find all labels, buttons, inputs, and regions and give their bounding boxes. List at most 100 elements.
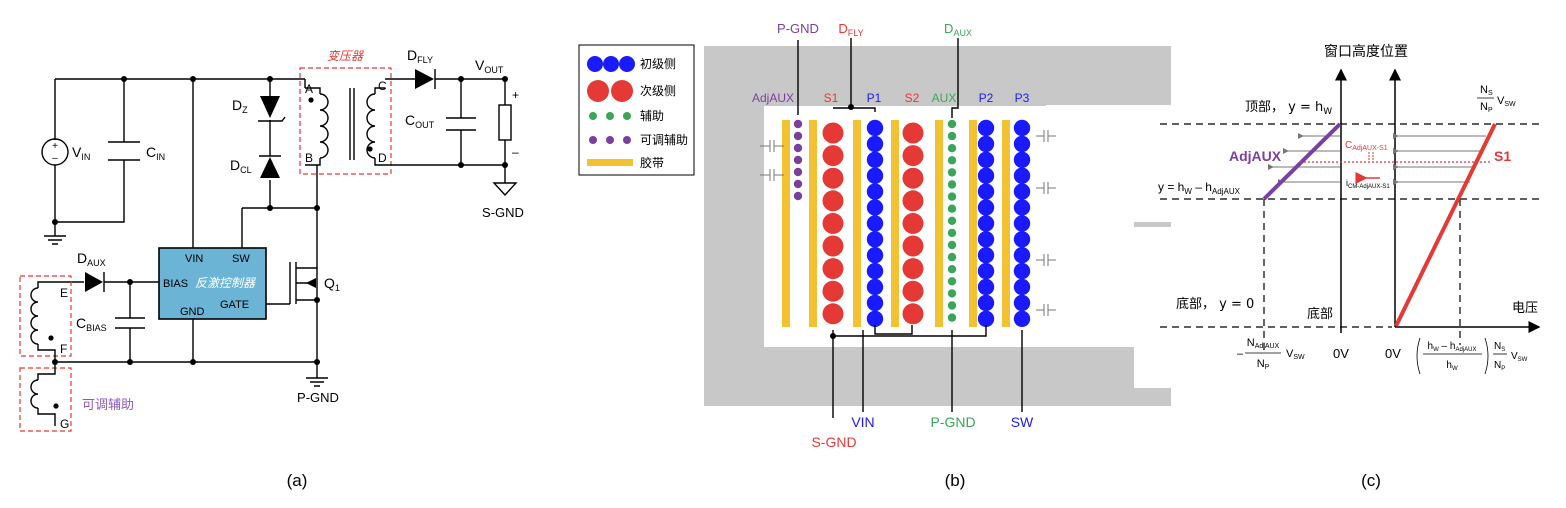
col-label-p2: P2	[979, 91, 994, 105]
svg-text:–: –	[1237, 348, 1244, 360]
svg-text:NP: NP	[1480, 101, 1493, 114]
clamp-diode-icon	[259, 155, 281, 178]
secondary-conductor	[902, 122, 924, 144]
svg-text:初级侧: 初级侧	[640, 57, 676, 71]
aux-conductor	[947, 156, 957, 165]
col-label-p3: P3	[1015, 91, 1030, 105]
top-label-dfly: DFLY	[838, 21, 863, 38]
bottom-label-vin: VIN	[851, 414, 874, 430]
daux-label: DAUX	[77, 250, 106, 268]
adjaux-conductor	[793, 179, 803, 189]
pin-a: A	[305, 82, 313, 96]
aux-conductor	[947, 119, 957, 129]
pin-f: F	[60, 342, 67, 356]
pgnd-label: P-GND	[297, 390, 339, 405]
left-scale-expression: – NAdjAUX NP VSW	[1237, 337, 1305, 371]
bottom-label-sw: SW	[1011, 414, 1034, 430]
primary-conductor	[1013, 167, 1031, 184]
secondary-conductor	[902, 212, 924, 234]
aux-conductor	[947, 301, 957, 310]
load-resistor-icon	[498, 104, 512, 141]
pin-b: B	[305, 151, 313, 165]
bottom-label-sgnd: S-GND	[811, 434, 856, 450]
secondary-conductor	[902, 190, 924, 212]
aux-conductor	[947, 277, 957, 286]
tape-layer	[969, 120, 977, 327]
tape-layer	[935, 120, 943, 327]
top-scale-expression: NS NP VSW	[1477, 84, 1516, 114]
primary-conductor	[1013, 151, 1031, 168]
top-label-pgnd: P-GND	[777, 21, 819, 36]
adjaux-conductor	[793, 191, 803, 201]
tape-layer	[809, 120, 817, 327]
primary-conductor	[1013, 231, 1031, 248]
secondary-conductor	[822, 258, 844, 280]
ground-icon	[44, 235, 66, 245]
primary-conductor	[866, 247, 884, 264]
col-label-aux: AUX	[932, 91, 957, 105]
aux-conductor	[947, 131, 957, 141]
primary-conductor	[1013, 278, 1031, 296]
cbias-capacitor-icon	[115, 317, 145, 329]
tape-layer	[782, 120, 790, 327]
aux-conductor	[947, 216, 957, 225]
secondary-conductor	[822, 145, 844, 167]
legend-tape: 胶带	[587, 155, 664, 170]
secondary-conductor	[822, 303, 844, 325]
secondary-conductor	[822, 167, 844, 189]
q1-label: Q1	[324, 275, 340, 293]
svg-text:NP: NP	[1494, 360, 1505, 372]
voltage-source-icon: + –	[41, 138, 69, 166]
aux-conductor	[947, 168, 957, 177]
bottom-label-pgnd: P-GND	[930, 414, 975, 430]
primary-conductor	[866, 215, 884, 232]
primary-conductor	[1013, 215, 1031, 232]
primary-conductor	[977, 167, 995, 184]
secondary-conductor	[902, 280, 924, 302]
primary-conductor	[1013, 183, 1031, 200]
secondary-conductor	[902, 145, 924, 167]
left-zero: 0V	[1333, 346, 1349, 361]
legend-aux: 辅助	[589, 109, 664, 123]
aux-conductor	[947, 228, 957, 238]
transformer-label: 变压器	[327, 49, 364, 63]
secondary-conductor	[902, 258, 924, 280]
svg-text:VSW: VSW	[1497, 95, 1516, 108]
induced-voltage-arrows	[1268, 133, 1486, 185]
bottom-label: 底部， y = 0	[1176, 296, 1254, 312]
aux-conductor	[947, 180, 957, 189]
pin-g: G	[60, 417, 69, 431]
bottom-axis-label: 底部	[1307, 306, 1333, 322]
ctrl-bias-pin: BIAS	[163, 278, 188, 290]
secondary-conductor	[822, 212, 844, 234]
aux-conductor	[947, 289, 957, 298]
dfly-label: DFLY	[407, 47, 433, 65]
current-label: iCM-AdjAUX-S1	[1346, 178, 1390, 190]
dcl-label: DCL	[230, 157, 252, 175]
dfly-diode-icon	[415, 69, 436, 89]
svg-text:NS: NS	[1494, 341, 1505, 353]
cin-capacitor-icon	[108, 141, 140, 161]
vin-label: VIN	[72, 144, 90, 162]
primary-conductor	[866, 278, 884, 296]
primary-conductor	[1013, 262, 1031, 280]
primary-conductor	[977, 231, 995, 248]
col-label-p1: P1	[867, 91, 882, 105]
svg-text:胶带: 胶带	[640, 155, 664, 170]
mosfet-icon	[296, 268, 318, 300]
aux-conductor	[947, 144, 957, 153]
primary-conductor	[977, 247, 995, 264]
svg-text:可调辅助: 可调辅助	[640, 133, 688, 147]
cout-capacitor-icon	[446, 117, 476, 131]
dz-label: DZ	[232, 97, 248, 115]
pin-d: D	[378, 151, 387, 165]
col-label-adjaux: AdjAUX	[752, 91, 794, 105]
mid-label: y = hW – hAdjAUX	[1158, 180, 1241, 196]
adj-aux-label: 可调辅助	[82, 398, 134, 413]
secondary-conductor	[822, 190, 844, 212]
svg-text:hW – hAdjAUX: hW – hAdjAUX	[1428, 341, 1477, 353]
legend-adj-aux: 可调辅助	[589, 133, 688, 147]
svg-text:+: +	[52, 141, 58, 152]
tape-layer	[853, 120, 861, 327]
secondary-conductor	[902, 167, 924, 189]
